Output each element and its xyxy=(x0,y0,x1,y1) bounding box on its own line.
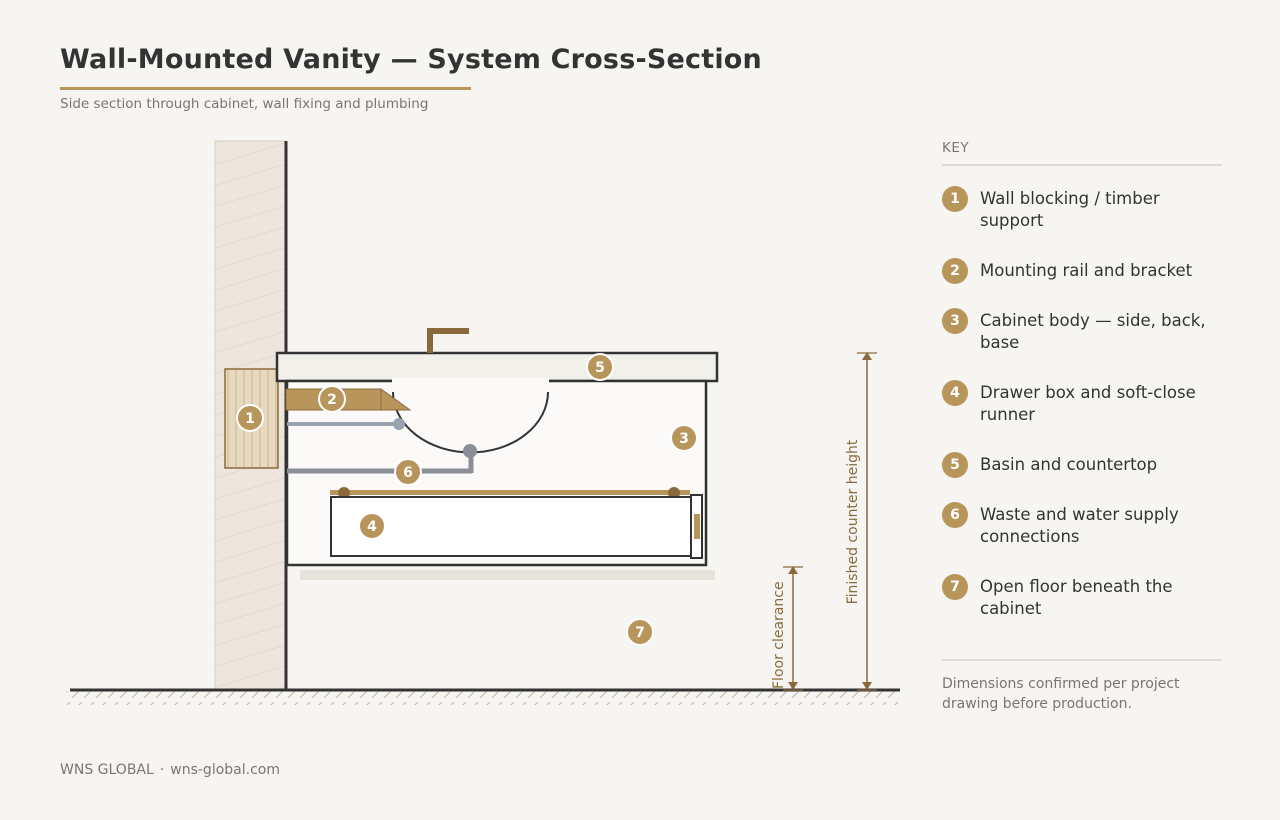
key-item: 3 Cabinet body — side, back, base xyxy=(942,308,1222,380)
key-note: Dimensions confirmed per project drawing… xyxy=(942,676,1180,712)
key-panel: KEY 1 Wall blocking / timber support 2 M… xyxy=(942,140,1222,624)
key-label: Waste and water supply connections xyxy=(980,505,1179,546)
page-subtitle: Side section through cabinet, wall fixin… xyxy=(60,96,429,112)
svg-text:1: 1 xyxy=(245,411,255,427)
key-badge: 1 xyxy=(942,186,968,212)
basin-opening xyxy=(392,378,549,384)
svg-text:6: 6 xyxy=(403,465,413,481)
key-badge: 3 xyxy=(942,308,968,334)
key-badge: 6 xyxy=(942,502,968,528)
key-item: 7 Open floor beneath the cabinet xyxy=(942,574,1222,624)
key-item: 4 Drawer box and soft-close runner xyxy=(942,380,1222,452)
key-label: Cabinet body — side, back, base xyxy=(980,311,1206,352)
callout-1: 1 xyxy=(236,404,264,432)
key-item: 1 Wall blocking / timber support xyxy=(942,186,1222,258)
key-label: Open floor beneath the cabinet xyxy=(980,577,1173,618)
svg-text:5: 5 xyxy=(595,360,605,376)
page-title: Wall-Mounted Vanity — System Cross-Secti… xyxy=(60,44,762,75)
title-underline xyxy=(60,87,471,90)
footer-url: wns-global.com xyxy=(170,762,280,778)
floor xyxy=(66,688,900,705)
footer: WNS GLOBAL · wns-global.com xyxy=(60,762,280,778)
countertop xyxy=(275,351,719,383)
floor-clearance-label: Floor clearance xyxy=(771,581,787,689)
svg-text:2: 2 xyxy=(327,392,337,408)
key-label: Basin and countertop xyxy=(980,455,1158,474)
svg-text:7: 7 xyxy=(635,625,645,641)
key-badge: 4 xyxy=(942,380,968,406)
callout-4: 4 xyxy=(358,512,386,540)
floor-clearance-dimension xyxy=(783,566,803,691)
callout-2: 2 xyxy=(318,385,346,413)
cabinet-shadow xyxy=(300,570,715,580)
callout-6: 6 xyxy=(394,458,422,486)
key-label: Wall blocking / timber support xyxy=(980,189,1160,230)
key-divider xyxy=(942,659,1222,661)
key-label: Mounting rail and bracket xyxy=(980,261,1193,280)
key-badge: 7 xyxy=(942,574,968,600)
counter-height-label: Finished counter height xyxy=(845,439,861,604)
footer-brand: WNS GLOBAL xyxy=(60,762,154,778)
counter-height-dimension xyxy=(857,352,877,691)
key-item: 6 Waste and water supply connections xyxy=(942,502,1222,574)
key-label: Drawer box and soft-close runner xyxy=(980,383,1196,424)
key-heading: KEY xyxy=(942,140,1222,166)
water-supply-pipe xyxy=(287,418,405,430)
cross-section-diagram: Floor clearance Finished counter height … xyxy=(66,140,900,705)
waste-pipe xyxy=(287,444,477,474)
drawer-box xyxy=(330,496,692,557)
key-item: 2 Mounting rail and bracket xyxy=(942,258,1222,308)
footer-separator: · xyxy=(159,762,165,778)
svg-text:4: 4 xyxy=(367,519,377,535)
svg-text:3: 3 xyxy=(679,431,689,447)
drawer-handle xyxy=(694,514,700,539)
callout-7: 7 xyxy=(626,618,654,646)
key-item: 5 Basin and countertop xyxy=(942,452,1222,502)
faucet xyxy=(427,328,469,353)
callout-3: 3 xyxy=(670,424,698,452)
key-badge: 5 xyxy=(942,452,968,478)
key-badge: 2 xyxy=(942,258,968,284)
callout-5: 5 xyxy=(586,353,614,381)
